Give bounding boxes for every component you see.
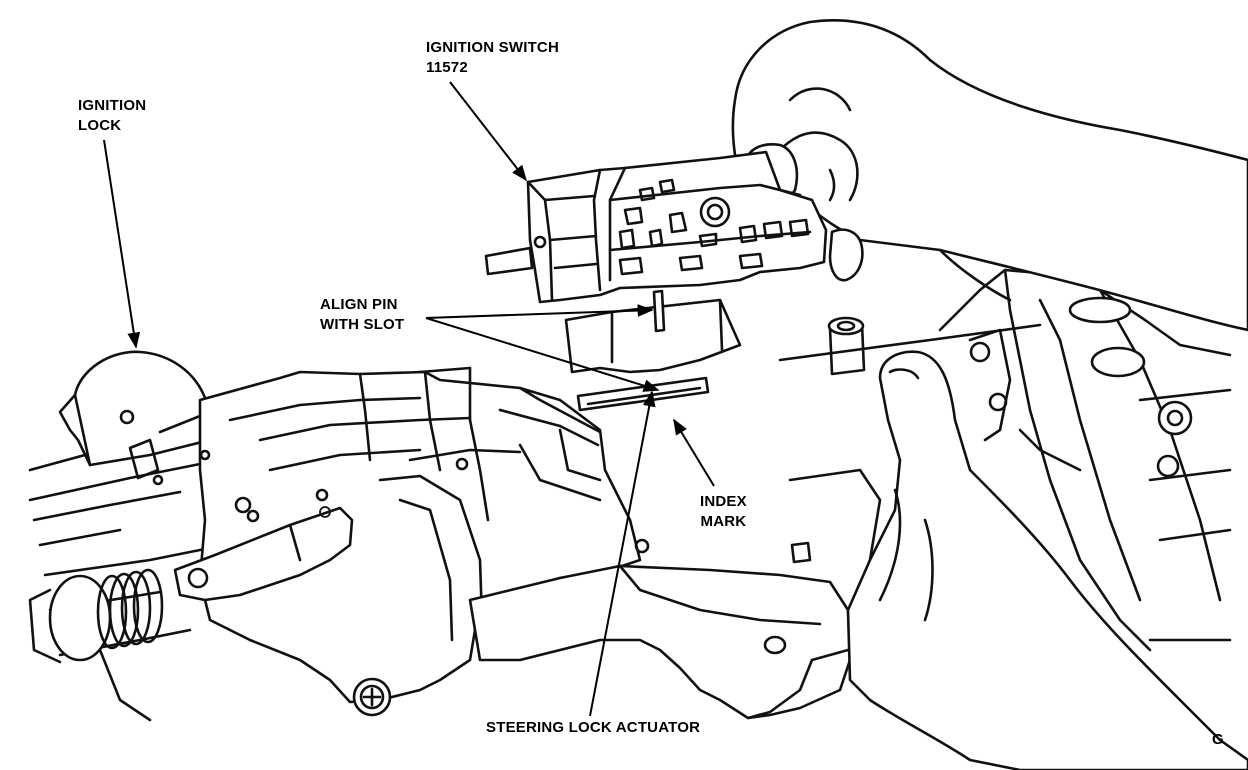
label-align-pin-line2: WITH SLOT (320, 316, 405, 333)
label-ignition-lock: IGNITION LOCK (78, 96, 146, 136)
label-index-mark-line2: MARK (700, 513, 747, 530)
label-ignition-switch-line1: IGNITION SWITCH (426, 39, 559, 56)
leader-lines (103, 81, 715, 717)
label-index-mark: INDEX MARK (700, 492, 747, 532)
label-align-pin-line1: ALIGN PIN (320, 296, 398, 313)
label-steering-lock-actuator: STEERING LOCK ACTUATOR (486, 719, 701, 736)
lock-lever-arm (173, 506, 354, 602)
steering-column-housing (28, 298, 852, 722)
left-hand-holding-switch (731, 19, 1248, 332)
figure-corner-code: G (1212, 731, 1224, 748)
steering-lock-actuator (576, 376, 710, 412)
right-hand-pointing (846, 350, 1248, 770)
label-ignition-switch-line2: 11572 (426, 59, 468, 76)
ignition-lock-body (58, 350, 222, 480)
lock-cylinder-spring (28, 568, 164, 722)
mounting-bolt (352, 677, 392, 717)
label-index-mark-line1: INDEX (700, 493, 747, 510)
label-ignition-lock-line2: LOCK (78, 117, 122, 134)
label-align-pin: ALIGN PIN WITH SLOT (320, 295, 404, 335)
right-side-mechanism (778, 268, 1232, 692)
label-ignition-switch: IGNITION SWITCH 11572 (426, 38, 559, 78)
label-ignition-lock-line1: IGNITION (78, 97, 147, 114)
ignition-switch-body (484, 150, 828, 333)
standoff-post (827, 316, 866, 376)
